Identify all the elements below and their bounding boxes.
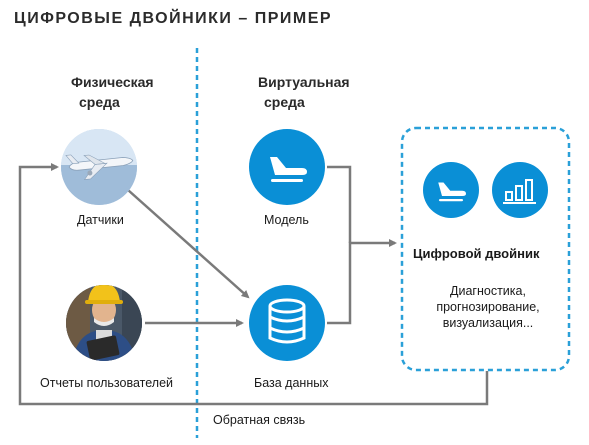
twin-airplane-icon: [438, 182, 466, 202]
twin-airplane-node: [423, 162, 479, 218]
sensors-photo: [61, 129, 137, 205]
twin-desc-line1: Диагностика,: [450, 284, 526, 298]
physical-heading-line1: Физическая: [71, 74, 154, 90]
digital-twin-description: Диагностика, прогнозирование, визуализац…: [420, 283, 556, 331]
physical-heading-line2: среда: [79, 94, 120, 110]
virtual-heading-line1: Виртуальная: [258, 74, 350, 90]
twin-desc-line3: визуализация...: [442, 316, 534, 330]
airplane-photo-icon: [65, 154, 134, 180]
database-node: [249, 285, 325, 361]
feedback-label: Обратная связь: [213, 413, 306, 427]
diagram-title: ЦИФРОВЫЕ ДВОЙНИКИ – ПРИМЕР: [14, 10, 333, 27]
database-icon: [268, 298, 306, 344]
database-label: База данных: [254, 376, 329, 390]
digital-twin-title: Цифровой двойник: [413, 246, 540, 261]
model-label: Модель: [264, 213, 309, 227]
model-airplane-icon: [270, 157, 307, 182]
reports-photo: [66, 285, 142, 361]
bar-chart-icon: [503, 179, 536, 204]
arrow-model-to-twin: [327, 165, 352, 243]
model-node: [249, 129, 325, 205]
twin-desc-line2: прогнозирование,: [436, 300, 540, 314]
arrow-sensors-to-db: [127, 189, 250, 299]
twin-chart-node: [492, 162, 548, 218]
feedback-arrow: [18, 163, 489, 406]
sensors-label: Датчики: [77, 213, 124, 227]
virtual-heading-line2: среда: [264, 94, 305, 110]
arrow-db-to-twin: [327, 239, 397, 325]
reports-label: Отчеты пользователей: [40, 376, 174, 390]
